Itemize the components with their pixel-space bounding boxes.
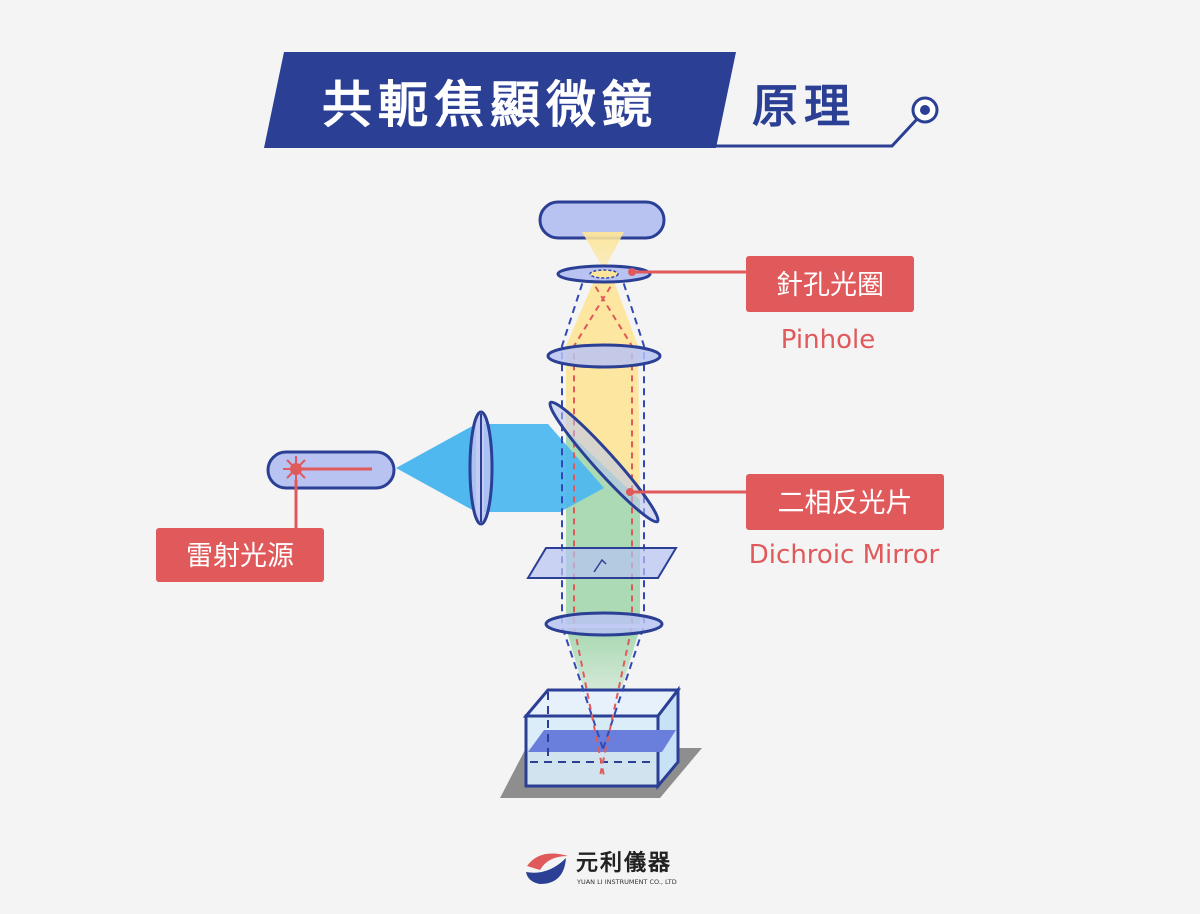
filter-plane (526, 547, 678, 579)
laser-callout: 雷射光源 (156, 480, 324, 582)
pinhole-callout: 針孔光圈 Pinhole (628, 256, 914, 355)
title-main: 共軛焦顯微鏡 (322, 76, 658, 134)
pinhole (556, 264, 652, 284)
sample-stage (500, 685, 702, 798)
laser-label-zh: 雷射光源 (186, 541, 294, 572)
laser-emitter-icon (283, 456, 309, 482)
objective-lens (544, 611, 664, 637)
brand-footer: 元利儀器 YUAN LI INSTRUMENT CO., LTD (526, 850, 677, 886)
target-node-icon (911, 96, 939, 124)
yuanli-logo-icon (526, 853, 568, 884)
title-main-bg (264, 52, 736, 148)
pinhole-label-box (746, 256, 914, 312)
pinhole-label-zh: 針孔光圈 (776, 270, 884, 301)
title-banner: 共軛焦顯微鏡 原理 (264, 52, 939, 148)
brand-sub: YUAN LI INSTRUMENT CO., LTD (576, 878, 677, 886)
title-underline (714, 116, 920, 148)
brand-name: 元利儀器 (576, 850, 672, 876)
dichroic-label-en: Dichroic Mirror (749, 540, 940, 570)
dichroic-label-box (746, 474, 944, 530)
dichroic-callout: 二相反光片 Dichroic Mirror (626, 474, 944, 570)
title-sub: 原理 (752, 79, 856, 133)
pinhole-label-en: Pinhole (781, 325, 875, 355)
laser-source (266, 450, 396, 490)
emission-cone-top (582, 232, 624, 270)
rays (561, 267, 645, 777)
dichroic-label-zh: 二相反光片 (778, 488, 913, 519)
laser-cone (396, 424, 476, 512)
laser-label-box (156, 528, 324, 582)
sample-layer (528, 730, 676, 752)
upper-lens (546, 343, 662, 369)
